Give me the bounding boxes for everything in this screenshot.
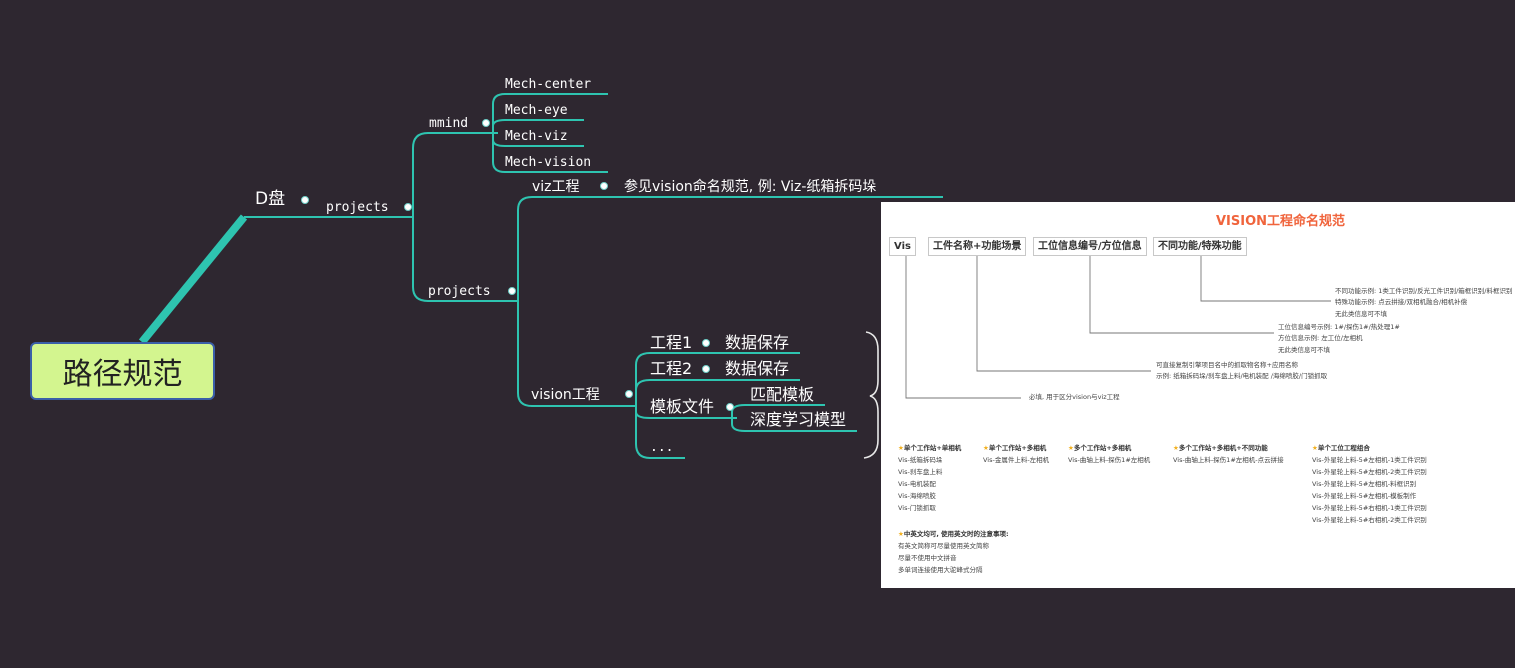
example-group-5: ★单个工位工程组合 Vis-外星轮上料-5#左相机-1类工件识别 Vis-外星轮… bbox=[1312, 444, 1427, 525]
node-project1-data[interactable]: 数据保存 bbox=[725, 333, 790, 352]
node-projects-2[interactable]: projects bbox=[428, 284, 491, 299]
node-vision-project[interactable]: vision工程 bbox=[531, 387, 600, 403]
star-icon: ★ bbox=[898, 530, 904, 538]
node-project1[interactable]: 工程1 bbox=[650, 333, 693, 352]
star-icon: ★ bbox=[1068, 444, 1074, 452]
star-icon: ★ bbox=[1312, 444, 1318, 452]
node-ellipsis[interactable]: ... bbox=[650, 440, 674, 455]
node-mech-viz[interactable]: Mech-viz bbox=[505, 129, 568, 144]
note-workpiece: 可直接复制引擎项目名中的抓取物名称+应用名称 示例: 纸箱拆码垛/刹车盘上料/电… bbox=[1156, 361, 1328, 381]
star-icon: ★ bbox=[983, 444, 989, 452]
example-group-2: ★单个工作站+多相机 Vis-金属件上料-左相机 bbox=[983, 444, 1050, 465]
node-mech-vision[interactable]: Mech-vision bbox=[505, 155, 592, 170]
node-mmind[interactable]: mmind bbox=[429, 116, 469, 131]
example-group-1: ★单个工作站+单相机 Vis-纸箱拆码垛 Vis-刹车盘上料 Vis-电机装配 … bbox=[898, 444, 962, 513]
node-dot bbox=[482, 119, 490, 127]
panel-title: VISION工程命名规范 bbox=[1216, 214, 1346, 229]
naming-convention-image[interactable]: VISION工程命名规范 Vis 工件名称+功能场景 工位信息编号/方位信息 不… bbox=[881, 202, 1515, 588]
header-workpiece: 工件名称+功能场景 bbox=[928, 237, 1027, 256]
node-d-drive[interactable]: D盘 bbox=[255, 189, 286, 209]
english-usage-note: ★中英文均可, 使用英文时的注意事项: 有英文简称可尽量使用英文简称 尽量不使用… bbox=[898, 530, 1009, 575]
node-dot bbox=[404, 203, 412, 211]
node-deep-learning-model[interactable]: 深度学习模型 bbox=[750, 410, 847, 429]
node-dot bbox=[702, 365, 710, 373]
note-station: 工位信息编号示例: 1#/探伤1#/热处理1# 方位信息示例: 左工位/左相机 … bbox=[1278, 323, 1400, 354]
node-project2-data[interactable]: 数据保存 bbox=[725, 359, 790, 378]
node-viz-project[interactable]: viz工程 bbox=[532, 179, 580, 195]
node-dot bbox=[702, 339, 710, 347]
example-group-4: ★多个工作站+多相机+不同功能 Vis-曲轴上料-探伤1#左相机-点云拼接 bbox=[1173, 444, 1284, 465]
star-icon: ★ bbox=[898, 444, 904, 452]
node-dot bbox=[625, 390, 633, 398]
note-function: 不同功能示例: 1类工件识别/反光工件识别/箱框识别/料框识别 特殊功能示例: … bbox=[1335, 287, 1513, 318]
star-icon: ★ bbox=[1173, 444, 1179, 452]
node-dot bbox=[508, 287, 516, 295]
header-function: 不同功能/特殊功能 bbox=[1153, 237, 1247, 256]
node-dot bbox=[600, 182, 608, 190]
node-template-files[interactable]: 模板文件 bbox=[650, 397, 715, 416]
header-station: 工位信息编号/方位信息 bbox=[1033, 237, 1147, 256]
node-dot bbox=[301, 196, 309, 204]
node-match-template[interactable]: 匹配模板 bbox=[750, 385, 815, 404]
example-group-3: ★多个工作站+多相机 Vis-曲轴上料-探伤1#左相机 bbox=[1068, 444, 1151, 465]
note-vis: 必填, 用于区分vision与viz工程 bbox=[1029, 393, 1120, 401]
node-mech-center[interactable]: Mech-center bbox=[505, 77, 592, 92]
root-label: 路径规范 bbox=[62, 357, 183, 392]
node-projects-1[interactable]: projects bbox=[326, 200, 389, 215]
header-vis: Vis bbox=[889, 237, 916, 256]
naming-convention-connectors bbox=[905, 256, 1331, 399]
node-project2[interactable]: 工程2 bbox=[650, 359, 693, 378]
node-dot bbox=[726, 403, 734, 411]
node-viz-note[interactable]: 参见vision命名规范, 例: Viz-纸箱拆码垛 bbox=[624, 179, 877, 195]
node-mech-eye[interactable]: Mech-eye bbox=[505, 103, 568, 118]
root-node[interactable]: 路径规范 bbox=[30, 342, 215, 400]
